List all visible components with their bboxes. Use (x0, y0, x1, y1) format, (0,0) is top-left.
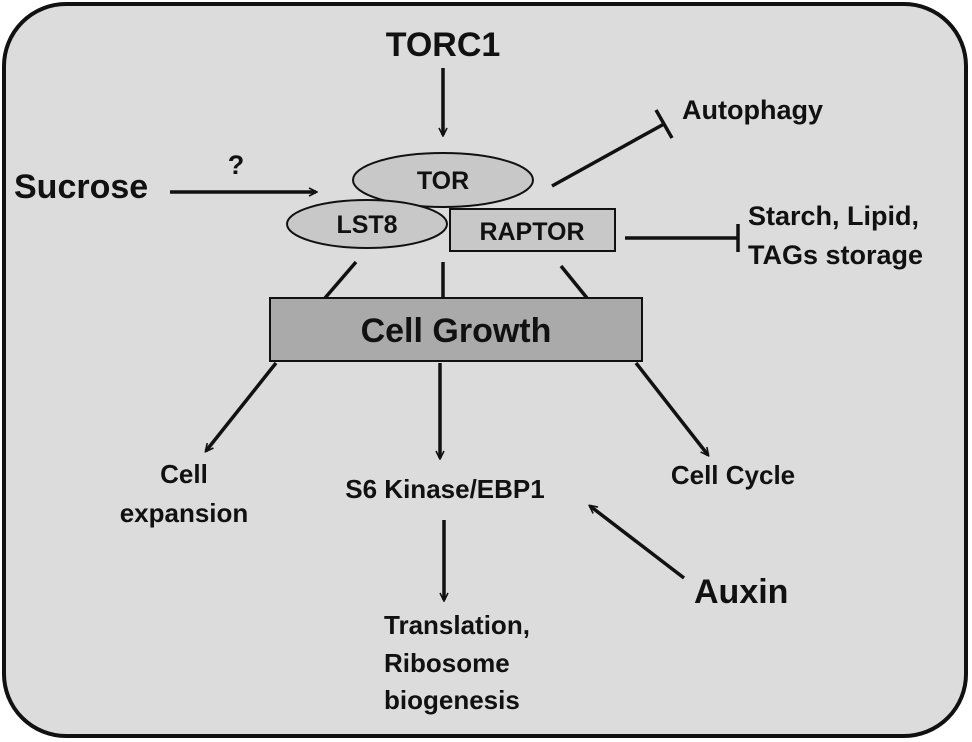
cell-cycle-label: Cell Cycle (671, 460, 795, 490)
cell-growth-box (269, 297, 643, 362)
torc1-label: TORC1 (386, 26, 501, 64)
lst8-node (286, 199, 448, 249)
autophagy-label: Autophagy (682, 95, 823, 125)
growth-to-expansion-arrow (206, 361, 278, 451)
growth-to-cellcycle-arrow (634, 361, 708, 455)
s6-kinase-label: S6 Kinase/EBP1 (345, 474, 544, 504)
translation-label-line3: biogenesis (384, 685, 520, 715)
storage-label-line1: Starch, Lipid, (748, 201, 919, 231)
inhibit-autophagy-line (551, 122, 665, 188)
translation-label-line2: Ribosome (384, 648, 510, 678)
cell-growth-label: Cell Growth (361, 312, 552, 350)
storage-label-line2: TAGs storage (748, 240, 923, 270)
raptor-label: RAPTOR (479, 218, 584, 246)
sucrose-unknown-mark: ? (228, 150, 245, 180)
lst8-label: LST8 (336, 211, 397, 239)
tor-label: TOR (417, 167, 469, 195)
auxin-to-s6kinase-arrow (590, 506, 686, 580)
cell-expansion-label-line2: expansion (120, 498, 249, 528)
sucrose-label: Sucrose (14, 168, 148, 206)
translation-label-line1: Translation, (384, 610, 530, 640)
complex-to-growth-right (559, 264, 589, 300)
raptor-node (449, 208, 616, 252)
cell-expansion-label-line1: Cell (160, 459, 208, 489)
tor-node (352, 152, 534, 208)
complex-to-growth-left (323, 260, 358, 300)
inhibit-autophagy-bar (654, 109, 674, 139)
auxin-label: Auxin (694, 573, 788, 611)
